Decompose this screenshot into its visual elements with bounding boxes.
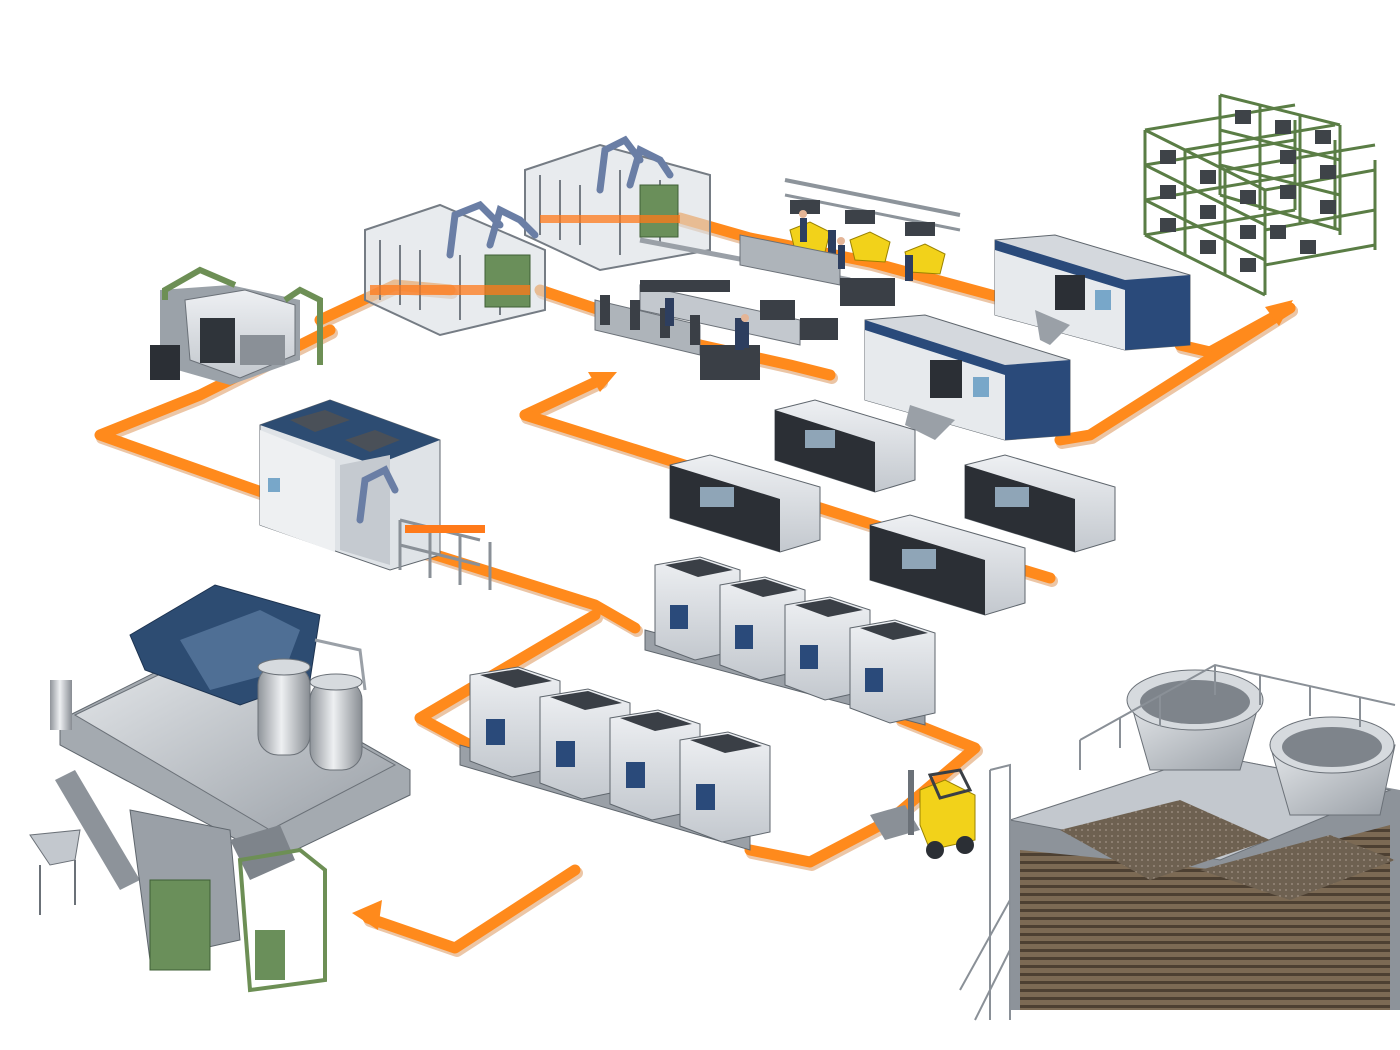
machining-center-icon [864, 234, 1191, 441]
cnc-lathe-icon [669, 399, 1116, 616]
flow-line-return [362, 864, 581, 954]
flow-line-furnace-left [414, 609, 601, 751]
arrowhead-exit [1265, 300, 1293, 326]
flow-line-return-stub [519, 374, 606, 421]
furnace-icon [459, 556, 936, 851]
chip-conveyor-icon [29, 770, 327, 993]
manual-assembly-line-icon [594, 234, 895, 380]
robot-booth-icon [259, 399, 492, 590]
rotary-machining-cell-icon [150, 266, 323, 385]
flow-line-exit-lower [1054, 302, 1296, 446]
forklift-icon [870, 768, 976, 859]
robotic-welding-cell-icon [364, 135, 711, 337]
arrowhead-up [588, 372, 617, 392]
cooling-tower-icon [959, 663, 1400, 1021]
storage-rack-icon [1143, 93, 1377, 297]
washing-plant-icon [50, 584, 411, 861]
operator-figures [741, 210, 845, 348]
arrowhead-return [352, 900, 382, 930]
